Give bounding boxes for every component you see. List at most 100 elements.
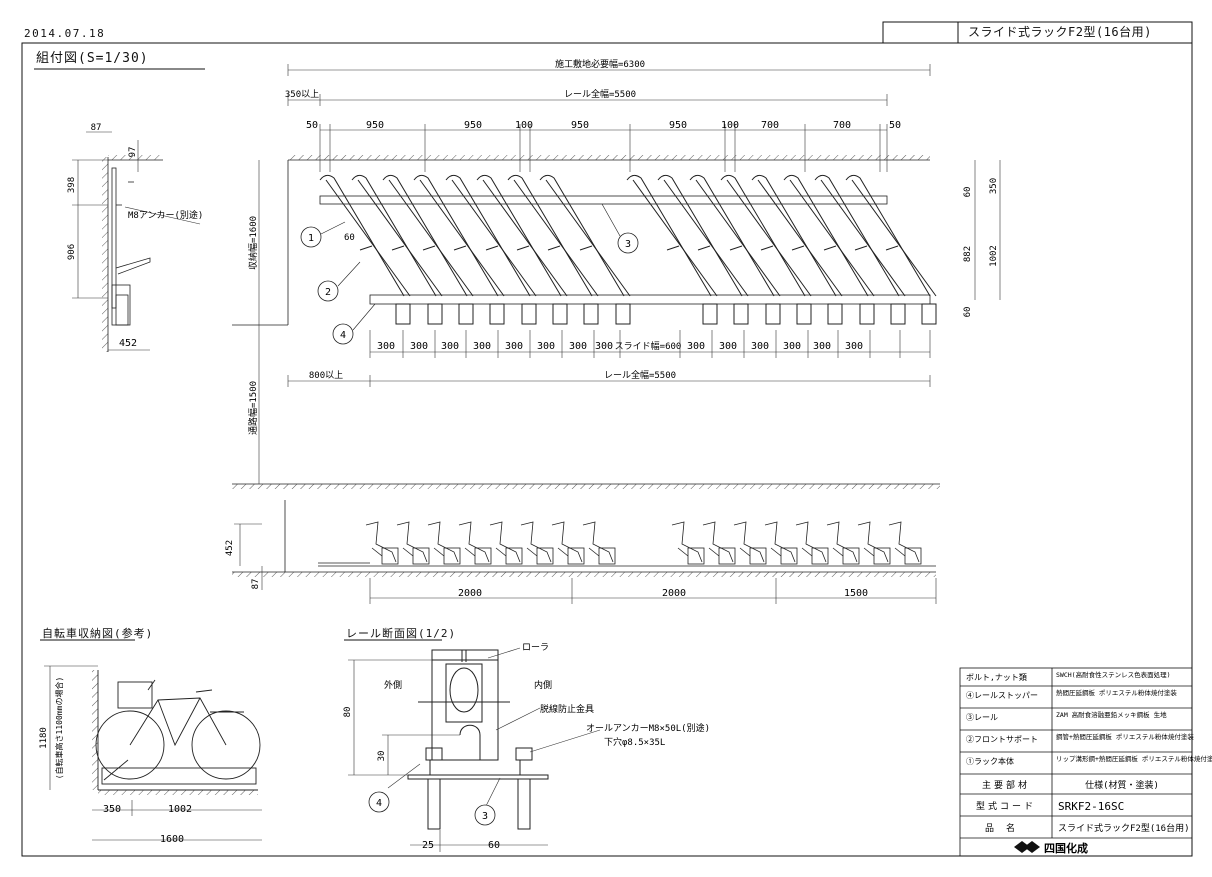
dim-bottom-segment: 300 bbox=[783, 341, 801, 352]
rack-unit-elevation bbox=[671, 521, 705, 565]
callout-3: 3 bbox=[601, 203, 639, 254]
dim-rail-bottom: レール全幅=5500 bbox=[604, 369, 676, 381]
tb-part-label: ③レール bbox=[966, 713, 998, 722]
dim-depth-1600: 収納幅=1600 bbox=[247, 216, 259, 270]
tb-main-parts-spec: 仕様(材質・塗装) bbox=[1085, 779, 1159, 791]
plan-dimension-lines bbox=[258, 69, 1001, 484]
dim-top-segment: 100 bbox=[515, 120, 533, 131]
dim-bottom-segment: 300 bbox=[687, 341, 705, 352]
rack-unit-elevation bbox=[458, 521, 492, 565]
rack-unit bbox=[689, 174, 781, 325]
elevation-view bbox=[232, 500, 936, 577]
rack-unit-elevation bbox=[764, 521, 798, 565]
dim-slide: スライド幅=600 bbox=[615, 340, 682, 352]
dim-bottom-segment: 300 bbox=[473, 341, 491, 352]
elev-seg-1: 2000 bbox=[458, 588, 482, 599]
dim-bottom-segment: 300 bbox=[441, 341, 459, 352]
dim-total-width: 施工敷地必要幅=6300 bbox=[555, 58, 645, 70]
rack-unit bbox=[351, 174, 443, 325]
dim-angle-60: 60 bbox=[344, 233, 355, 243]
dim-top-segment: 100 bbox=[721, 120, 739, 131]
rail-roller: ローラ bbox=[522, 642, 549, 653]
dim-clearance-left: 350以上 bbox=[285, 89, 319, 100]
rail-section-view bbox=[407, 649, 549, 830]
dim-top-segment: 950 bbox=[571, 120, 589, 131]
rack-unit bbox=[657, 174, 749, 325]
title-block-frame bbox=[959, 667, 1193, 857]
svg-text:3: 3 bbox=[482, 811, 488, 822]
elevation-dimension-lines bbox=[234, 523, 937, 604]
callout-1: 1 bbox=[300, 221, 346, 248]
dim-right-60b: 60 bbox=[963, 307, 973, 318]
plan-view bbox=[232, 155, 940, 489]
tb-logo-text: 四国化成 bbox=[1044, 841, 1088, 855]
rack-unit-elevation bbox=[795, 521, 829, 565]
dim-top-segment: 950 bbox=[669, 120, 687, 131]
dim-top-segment: 950 bbox=[464, 120, 482, 131]
rack-unit-elevation bbox=[888, 521, 922, 565]
elev-base-87: 87 bbox=[251, 579, 261, 590]
rail-h30: 30 bbox=[377, 751, 387, 762]
side-dim-906: 906 bbox=[67, 244, 77, 260]
rail-w60: 60 bbox=[488, 840, 500, 851]
dim-top-segment: 700 bbox=[833, 120, 851, 131]
dim-right-350: 350 bbox=[989, 178, 999, 194]
svg-text:3: 3 bbox=[625, 239, 631, 250]
dim-top-segment: 50 bbox=[306, 120, 318, 131]
rack-unit bbox=[814, 174, 906, 325]
rail-outer: 外側 bbox=[384, 679, 402, 691]
logo-mark-icon bbox=[1014, 841, 1040, 853]
rack-unit bbox=[507, 174, 599, 325]
dim-top-segment: 950 bbox=[366, 120, 384, 131]
rack-unit-elevation bbox=[733, 521, 767, 565]
bike-dimension-lines bbox=[44, 665, 262, 841]
rail-w25: 25 bbox=[422, 840, 434, 851]
side-dim-398: 398 bbox=[67, 177, 77, 193]
side-dim-87: 87 bbox=[91, 123, 102, 133]
side-anchor-note: M8アンカー(別途) bbox=[128, 209, 203, 221]
tb-part-spec: 鋼管+熱間圧延鋼板 ポリエステル粉体焼付塗装 bbox=[1056, 732, 1194, 741]
rack-unit bbox=[413, 174, 505, 325]
rack-unit bbox=[539, 174, 631, 325]
elev-seg-3: 1500 bbox=[844, 588, 868, 599]
rack-unit-elevation bbox=[520, 521, 554, 565]
callout-2: 2 bbox=[317, 261, 361, 302]
dim-top-segment: 50 bbox=[889, 120, 901, 131]
rail-anchor-1: オールアンカーM8×50L(別途) bbox=[586, 722, 710, 734]
section-title-main: 組付図(S=1/30) bbox=[36, 51, 149, 66]
rail-anchor-2: 下穴φ8.5×35L bbox=[604, 736, 665, 748]
rail-derail: 脱線防止金具 bbox=[540, 703, 594, 715]
rack-unit-elevation bbox=[857, 521, 891, 565]
rack-unit bbox=[319, 174, 411, 325]
rail-h80: 80 bbox=[343, 707, 353, 718]
section-title-rail: レール断面図(1/2) bbox=[346, 627, 457, 640]
tb-code: SRKF2-16SC bbox=[1058, 800, 1124, 813]
tb-part-label: ②フロントサポート bbox=[966, 735, 1038, 744]
tb-name-label: 品名 bbox=[985, 822, 1027, 834]
svg-text:1: 1 bbox=[308, 233, 314, 244]
bike-dim-1180: 1180 bbox=[39, 727, 49, 749]
tb-part-label: ボルト,ナット類 bbox=[966, 672, 1027, 682]
tb-part-spec: 熱間圧延鋼板 ポリエステル粉体焼付塗装 bbox=[1056, 688, 1177, 697]
dim-bottom-segment: 300 bbox=[751, 341, 769, 352]
rack-unit-elevation bbox=[365, 521, 399, 565]
rack-unit bbox=[382, 174, 474, 325]
bike-rear-wheel bbox=[191, 710, 261, 780]
dim-bottom-segment: 300 bbox=[719, 341, 737, 352]
rack-unit bbox=[845, 174, 937, 325]
tb-part-label: ①ラック本体 bbox=[966, 756, 1014, 766]
drawing-title: スライド式ラックF2型(16台用) bbox=[968, 25, 1152, 39]
side-view bbox=[102, 155, 163, 352]
tb-name: スライド式ラックF2型(16台用) bbox=[1058, 822, 1190, 834]
svg-text:4: 4 bbox=[340, 330, 346, 341]
dim-bottom-segment: 300 bbox=[537, 341, 555, 352]
dim-bottom-segment: 300 bbox=[377, 341, 395, 352]
side-dim-452: 452 bbox=[119, 338, 137, 349]
bike-dim-note: (自転車高さ1100mmの場合) bbox=[54, 677, 64, 780]
drawing-date: 2014.07.18 bbox=[24, 27, 106, 40]
dim-rail-top: レール全幅=5500 bbox=[564, 88, 636, 100]
dim-bottom-segment: 300 bbox=[595, 341, 613, 352]
dim-bottom-segment: 300 bbox=[569, 341, 587, 352]
